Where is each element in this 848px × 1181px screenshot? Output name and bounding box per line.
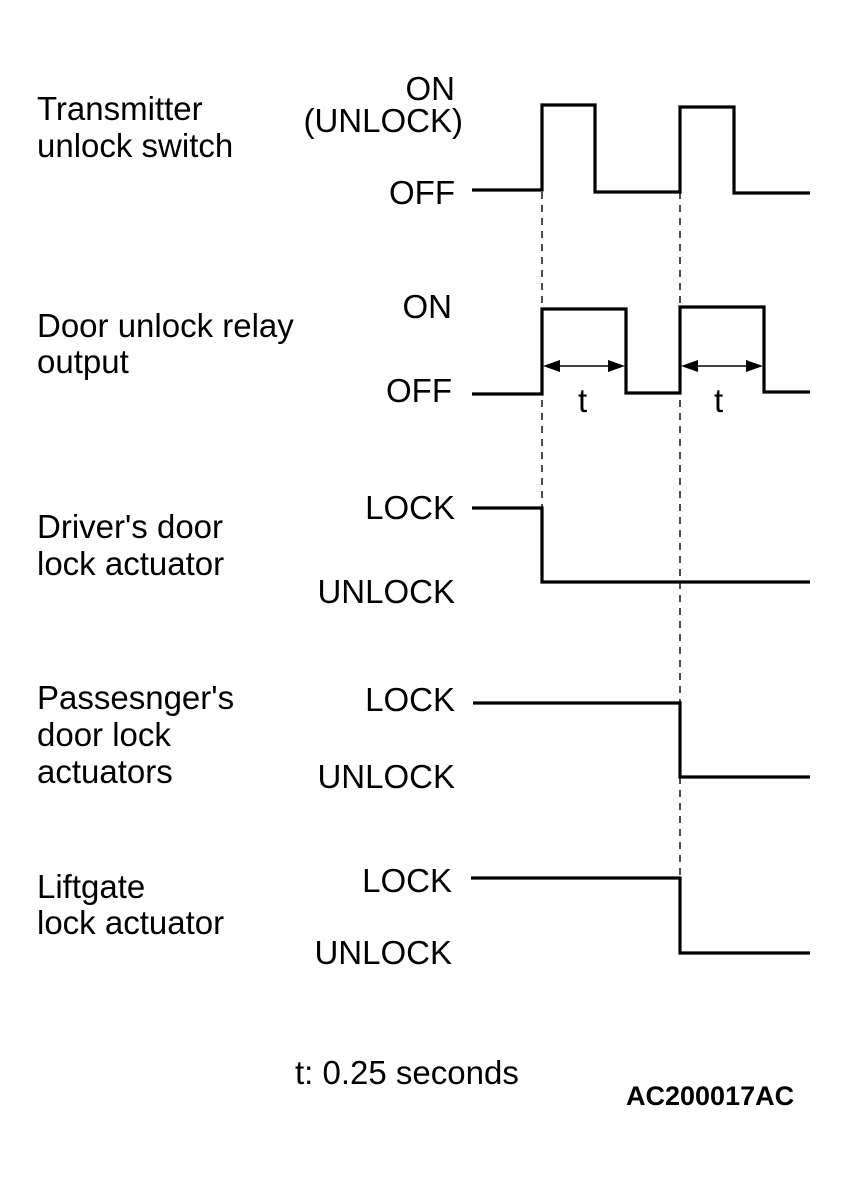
waveform-transmitter-unlock-switch [472, 103, 810, 195]
signal-3-high-label: LOCK [365, 489, 455, 526]
waveform-door-unlock-relay-output [472, 305, 810, 396]
signal-name-door-unlock-relay-output: Door unlock relay output [37, 307, 303, 380]
pulse-duration-dimension-1 [543, 360, 625, 372]
waveform-drivers-door-lock-actuator [472, 506, 810, 584]
signal-2-high-label: ON [403, 288, 453, 325]
pulse-duration-label-1: t [578, 382, 587, 419]
signal-2-low-label: OFF [386, 372, 452, 409]
signal-4-low-label: UNLOCK [317, 758, 455, 795]
signal-1-high-label: ON [406, 70, 456, 107]
signal-5-high-label: LOCK [362, 862, 452, 899]
pulse-duration-label-2: t [714, 382, 723, 419]
signal-5-low-label: UNLOCK [314, 934, 452, 971]
signal-name-passengers-door-lock-actuators: Passesnger's door lock actuators [37, 679, 243, 790]
signal-name-liftgate-lock-actuator: Liftgate lock actuator [37, 868, 224, 941]
waveform-passengers-door-lock-actuators [473, 701, 810, 779]
signal-name-drivers-door-lock-actuator: Driver's door lock actuator [37, 508, 232, 582]
pulse-duration-note: t: 0.25 seconds [295, 1054, 519, 1091]
signal-1-low-label: OFF [389, 174, 455, 211]
signal-1-high-label-sub: (UNLOCK) [303, 102, 463, 139]
signal-4-high-label: LOCK [365, 681, 455, 718]
pulse-duration-dimension-2 [681, 360, 763, 372]
waveform-liftgate-lock-actuator [471, 876, 810, 955]
signal-3-low-label: UNLOCK [317, 573, 455, 610]
signal-name-transmitter-unlock-switch: Transmitter unlock switch [37, 90, 233, 164]
figure-code: AC200017AC [626, 1081, 794, 1111]
